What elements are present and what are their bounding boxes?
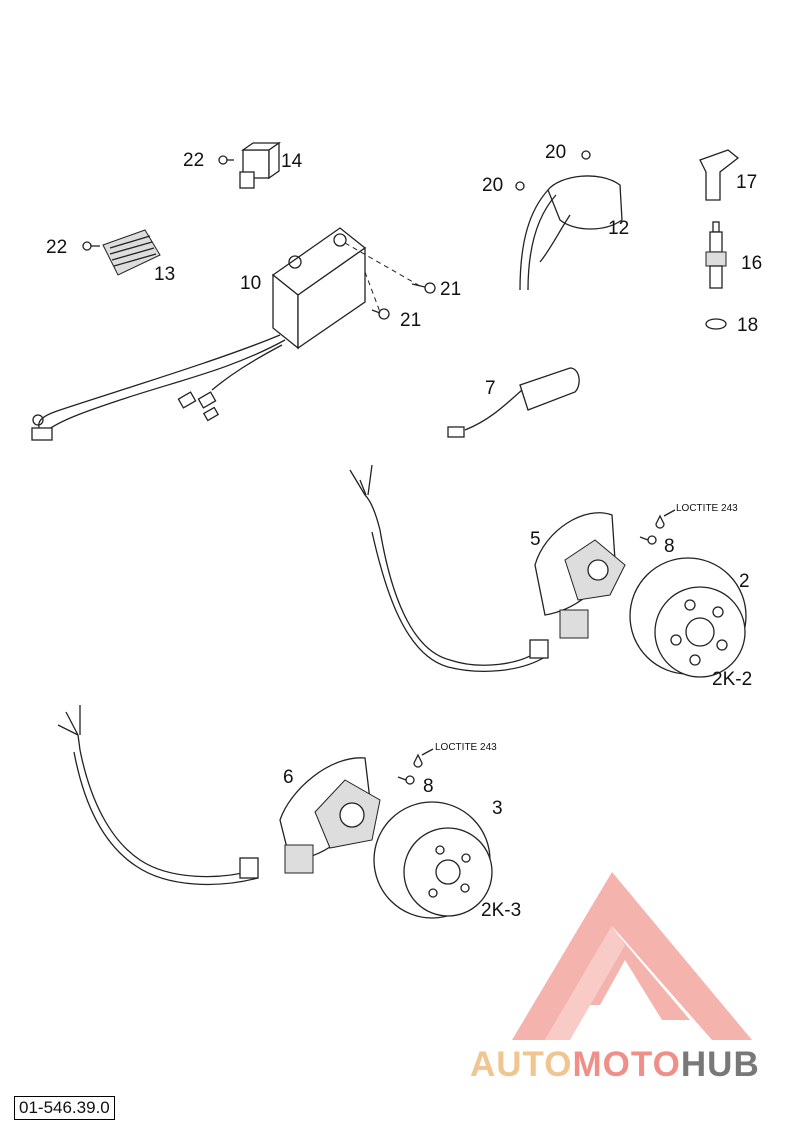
brand-auto: AUTO (470, 1045, 573, 1084)
label-5: 5 (530, 529, 541, 550)
label-10: 10 (240, 273, 261, 294)
part-6-stator (57, 705, 381, 886)
loctite-note-b: LOCTITE 243 (435, 742, 497, 753)
brand-moto: MOTO (572, 1045, 681, 1084)
part-17-plug-cap (699, 149, 740, 201)
part-12-ignition-coil (515, 150, 623, 291)
label-2k3: 2K-3 (481, 900, 521, 921)
label-8a: 8 (664, 536, 675, 557)
part-18-o-ring (705, 318, 727, 330)
loctite-note-a: LOCTITE 243 (676, 503, 738, 514)
label-13: 13 (154, 264, 175, 285)
label-7: 7 (485, 378, 496, 399)
label-2k2: 2K-2 (712, 669, 752, 690)
label-2: 2 (739, 571, 750, 592)
label-16: 16 (741, 253, 762, 274)
label-6: 6 (283, 767, 294, 788)
watermark-brand-text: AUTOMOTOHUB (470, 1045, 760, 1085)
part-13-regulator (82, 229, 161, 276)
watermark-logo (512, 872, 752, 1040)
label-18: 18 (737, 315, 758, 336)
part-7-capacitor (447, 367, 580, 438)
part-14-bracket (218, 141, 282, 189)
label-8b: 8 (423, 776, 434, 797)
part-21-screws (371, 282, 436, 320)
label-14: 14 (281, 151, 303, 172)
label-22b: 22 (46, 237, 67, 258)
brand-hub: HUB (680, 1045, 760, 1084)
part-10-cdi-unit (31, 227, 421, 441)
label-20a: 20 (545, 142, 566, 163)
label-20b: 20 (482, 175, 503, 196)
label-3: 3 (492, 798, 503, 819)
label-17: 17 (736, 172, 757, 193)
label-21a: 21 (440, 279, 461, 300)
label-22a: 22 (183, 150, 204, 171)
part-16-spark-plug (705, 221, 727, 289)
part-5-stator (349, 464, 626, 672)
part-3-flywheel (373, 801, 493, 919)
label-12: 12 (608, 218, 629, 239)
part-2-flywheel (629, 557, 747, 678)
document-number: 01-546.39.0 (14, 1096, 115, 1120)
part-8-screws (397, 509, 676, 785)
label-21b: 21 (400, 310, 421, 331)
